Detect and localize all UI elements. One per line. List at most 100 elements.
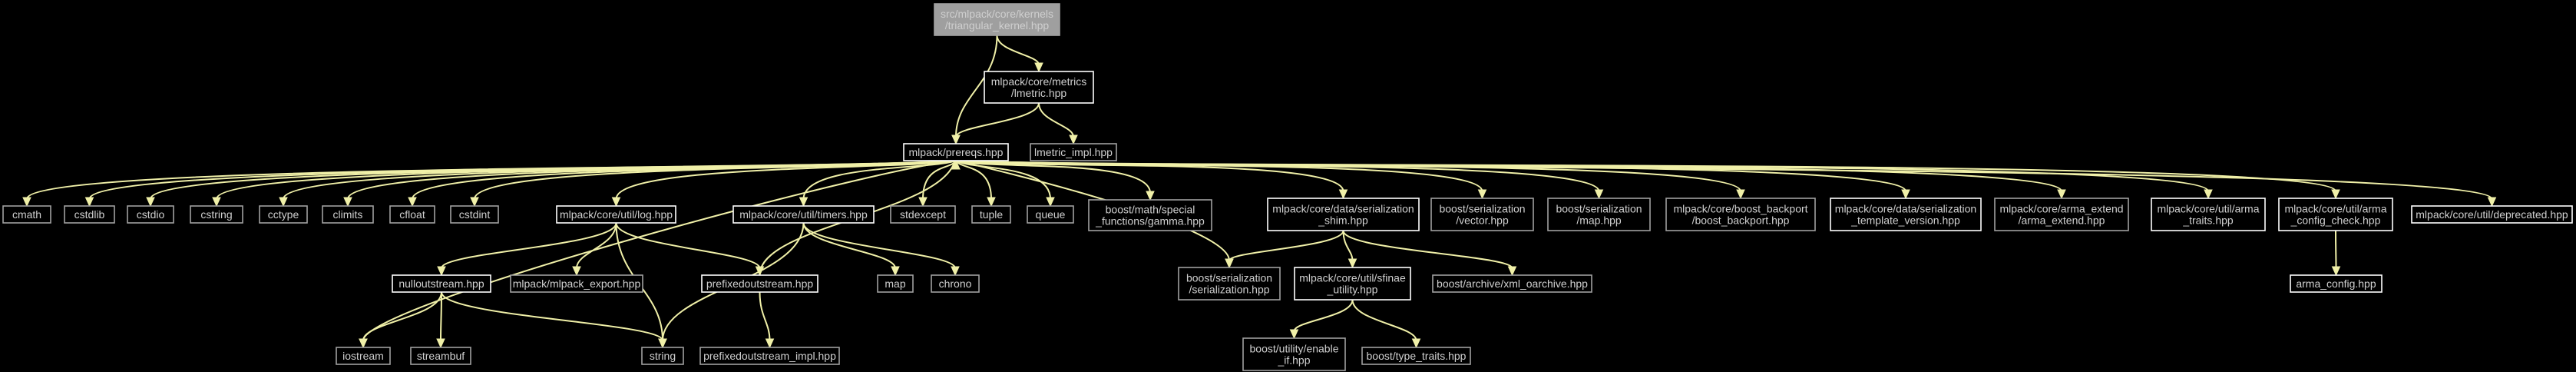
node-label: boost/serialization [1439, 203, 1525, 215]
edge-prereqs-to-timers [802, 160, 957, 200]
arrowhead-arma_config_check-to-arma_config [2331, 266, 2341, 277]
node-label: iostream [342, 350, 384, 362]
node-box [877, 274, 914, 293]
node-nullout[interactable]: nulloutstream.hpp [392, 274, 491, 293]
node-sfinae[interactable]: mlpack/core/util/sfinae_utility.hpp [1294, 267, 1411, 301]
node-label: boost/archive/xml_oarchive.hpp [1437, 277, 1588, 290]
node-label: queue [1036, 208, 1066, 221]
edge-prereqs-to-deprecated [955, 160, 2493, 200]
node-stdexcept: stdexcept [890, 205, 956, 224]
node-box [336, 347, 391, 365]
arrowhead-prereqs-to-tuple [987, 197, 996, 208]
node-cstdio: cstdio [127, 205, 174, 224]
node-prefixedout[interactable]: prefixedoutstream.hpp [701, 274, 818, 293]
arrowhead-lmetric-to-lmetric_impl [1069, 135, 1078, 145]
node-tuple: tuple [971, 205, 1011, 224]
arrowhead-prereqs-to-cstdlib [84, 197, 94, 208]
arrowhead-timers-to-chrono [951, 266, 960, 277]
node-label: boost/type_traits.hpp [1367, 350, 1467, 362]
node-arma-config-check[interactable]: mlpack/core/util/arma_config_check.hpp [2278, 198, 2393, 231]
arrowhead-prereqs-to-ser_shim [1338, 189, 1348, 200]
node-label: _template_version.hpp [1850, 214, 1960, 227]
node-label: climits [333, 208, 363, 221]
node-box [1547, 198, 1651, 231]
arrowhead-sfinae-to-type_traits [1411, 338, 1421, 349]
node-chrono: chrono [931, 274, 980, 293]
node-box [1361, 347, 1471, 365]
edge-prefixedout-to-prefixedout_impl [759, 291, 771, 341]
node-box [556, 205, 676, 224]
edge-nullout-to-string [441, 291, 663, 341]
node-label: mlpack/core/util/arma [2284, 203, 2386, 215]
node-arma-traits[interactable]: mlpack/core/util/arma_traits.hpp [2151, 198, 2266, 231]
edge-prereqs-to-log [615, 160, 957, 200]
node-label: mlpack/core/util/timers.hpp [739, 208, 868, 221]
edge-sfinae-to-enable_if [1293, 299, 1354, 332]
node-label: /boost_backport.hpp [1692, 214, 1790, 227]
node-box [934, 3, 1060, 36]
arrowhead-prereqs-to-vector_hpp [1477, 189, 1487, 200]
node-gamma: boost/math/special_functions/gamma.hpp [1088, 199, 1212, 231]
node-timers[interactable]: mlpack/core/util/timers.hpp [732, 205, 875, 224]
node-label: mlpack/prereqs.hpp [909, 146, 1004, 158]
node-label: stdexcept [900, 208, 946, 221]
edge-nullout-to-iostream [362, 291, 442, 341]
node-label: _config_check.hpp [2290, 214, 2381, 227]
arrowhead-prereqs-to-cctype [279, 197, 288, 208]
node-box [259, 205, 308, 224]
arrowhead-log-to-nullout [437, 266, 446, 277]
node-map: map [877, 274, 914, 293]
node-box [1027, 205, 1074, 224]
node-box [322, 205, 374, 224]
node-label: lmetric_impl.hpp [1034, 146, 1113, 158]
edge-log-to-prefixedout [615, 222, 761, 269]
node-box [1432, 274, 1592, 293]
node-prefixedout-impl: prefixedoutstream_impl.hpp [699, 347, 840, 365]
node-label: streambuf [417, 350, 465, 362]
node-label: mlpack/core/metrics [991, 75, 1086, 88]
node-ser-shim[interactable]: mlpack/core/data/serialization_shim.hpp [1267, 198, 1420, 231]
node-box [931, 274, 980, 293]
edge-prereqs-to-gamma [955, 160, 1151, 194]
node-box [984, 71, 1094, 104]
node-label: prefixedoutstream.hpp [706, 277, 814, 290]
node-label: /triangular_kernel.hpp [945, 19, 1050, 32]
node-log[interactable]: mlpack/core/util/log.hpp [556, 205, 676, 224]
node-arma-config[interactable]: arma_config.hpp [2290, 274, 2383, 293]
node-label: mlpack/core/data/serialization [1835, 203, 1976, 215]
node-streambuf: streambuf [410, 347, 471, 365]
node-label: cstring [200, 208, 232, 221]
node-prereqs[interactable]: mlpack/prereqs.hpp [903, 143, 1009, 161]
node-enable-if: boost/utility/enable_if.hpp [1242, 337, 1346, 371]
arrowhead-prereqs-to-map_hpp [1594, 189, 1604, 200]
node-label: cfloat [399, 208, 425, 221]
node-label: mlpack/core/util/arma [2157, 203, 2259, 215]
node-box [1430, 198, 1534, 231]
node-ser-template[interactable]: mlpack/core/data/serialization_template_… [1830, 198, 1982, 231]
edge-lmetric-to-prereqs [955, 102, 1040, 138]
node-cmath: cmath [2, 205, 51, 224]
edge-ser_shim-to-xml_oarchive [1342, 230, 1513, 269]
node-box [641, 347, 684, 365]
node-deprecated[interactable]: mlpack/core/util/deprecated.hpp [2411, 205, 2573, 224]
arrowhead-prereqs-to-boost_backport [1736, 189, 1745, 200]
node-lmetric[interactable]: mlpack/core/metrics/lmetric.hpp [984, 71, 1094, 104]
node-label: boost/math/special [1106, 204, 1195, 216]
arrowhead-prereqs-to-deprecated [2487, 197, 2497, 208]
node-mlpack-export: mlpack/mlpack_export.hpp [510, 274, 643, 293]
edge-ser_shim-to-boost_serialization [1228, 230, 1344, 261]
node-box [2, 205, 51, 224]
arrowhead-prereqs-to-arma_extend [2057, 189, 2066, 200]
node-label: map [885, 277, 905, 290]
node-label: cmath [12, 208, 41, 221]
node-boost-backport: mlpack/core/boost_backport/boost_backpor… [1665, 198, 1816, 231]
node-box [450, 205, 499, 224]
node-box [127, 205, 174, 224]
node-root[interactable]: src/mlpack/core/kernels/triangular_kerne… [934, 3, 1060, 36]
node-label: cctype [268, 208, 299, 221]
node-lmetric-impl: lmetric_impl.hpp [1030, 143, 1117, 161]
node-label: _utility.hpp [1327, 284, 1378, 296]
node-label: nulloutstream.hpp [398, 277, 484, 290]
arrowhead-prereqs-to-gamma [1146, 191, 1155, 201]
node-box [1994, 198, 2129, 231]
